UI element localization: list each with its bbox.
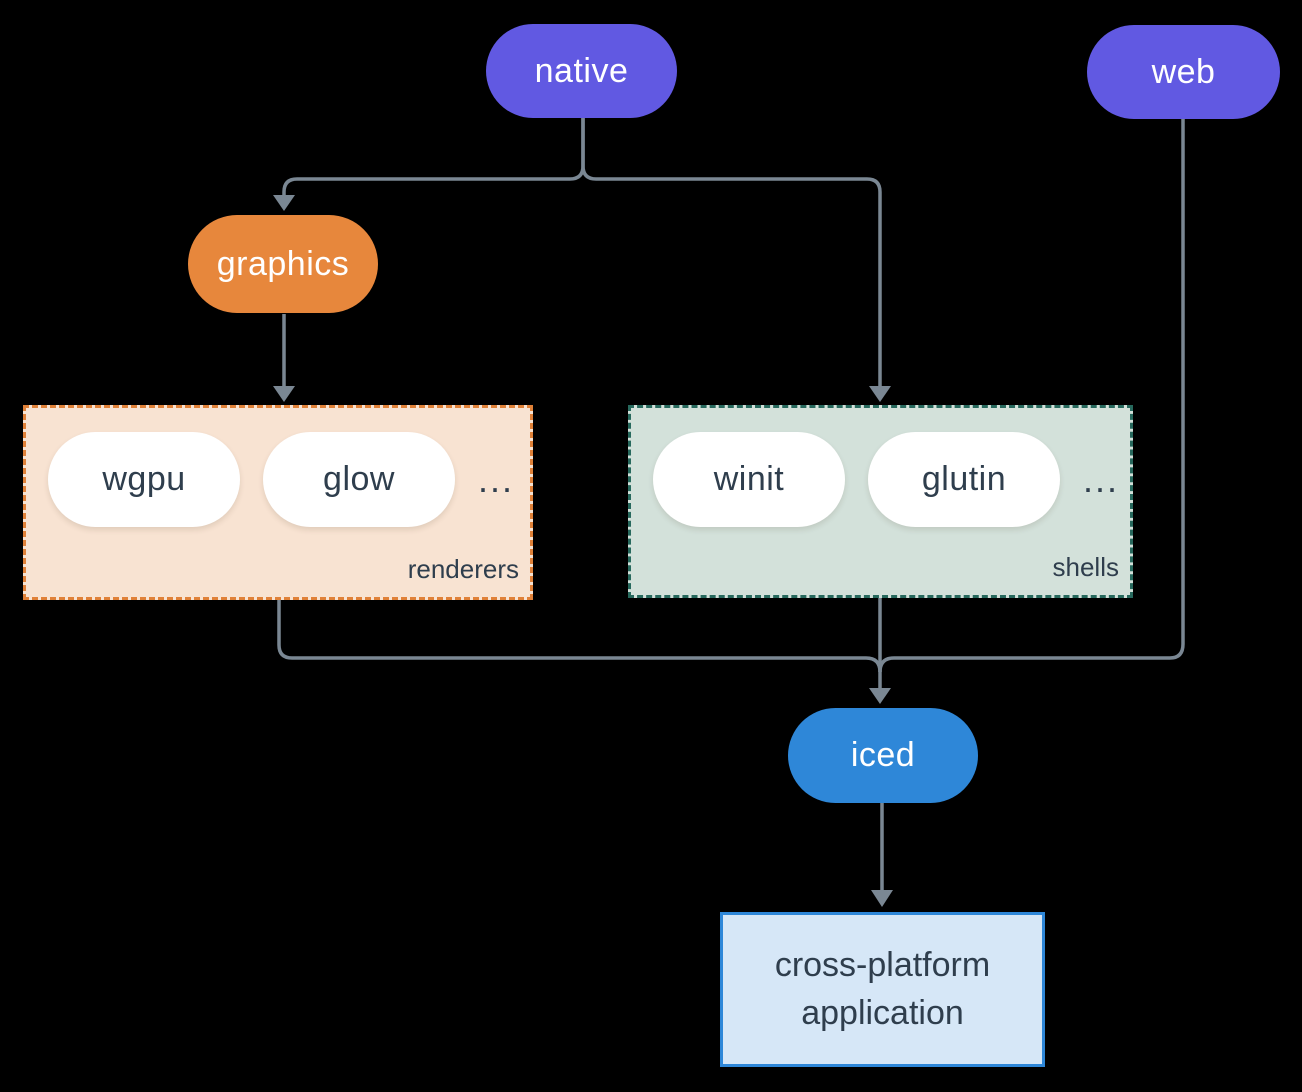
node-winit: winit bbox=[653, 432, 845, 527]
node-native: native bbox=[486, 24, 677, 118]
shells-label: shells bbox=[1052, 552, 1119, 582]
node-web: web bbox=[1087, 25, 1280, 119]
node-glow: glow bbox=[263, 432, 455, 527]
arrowhead-renderers bbox=[273, 386, 295, 402]
arrowhead-application bbox=[871, 890, 893, 907]
node-wgpu: wgpu bbox=[48, 432, 240, 527]
shells-ellipsis: ... bbox=[1083, 458, 1120, 500]
edge-renderers-to-iced bbox=[277, 600, 882, 673]
renderers-pill-row: wgpu glow ... bbox=[48, 432, 514, 527]
node-iced: iced bbox=[788, 708, 978, 803]
node-graphics: graphics bbox=[188, 215, 378, 313]
group-renderers: wgpu glow ... renderers bbox=[23, 405, 533, 600]
node-cross-platform-application: cross-platform application bbox=[720, 912, 1045, 1067]
arrowhead-iced bbox=[869, 688, 891, 704]
group-shells: winit glutin ... shells bbox=[628, 405, 1133, 598]
arrowhead-graphics bbox=[273, 195, 295, 211]
shells-pill-row: winit glutin ... bbox=[653, 432, 1119, 527]
node-glutin: glutin bbox=[868, 432, 1060, 527]
renderers-label: renderers bbox=[407, 554, 519, 584]
renderers-ellipsis: ... bbox=[478, 458, 515, 500]
arrowhead-shells bbox=[869, 386, 891, 402]
edge-native-to-shells bbox=[581, 118, 882, 386]
edge-native-to-graphics bbox=[282, 118, 585, 196]
